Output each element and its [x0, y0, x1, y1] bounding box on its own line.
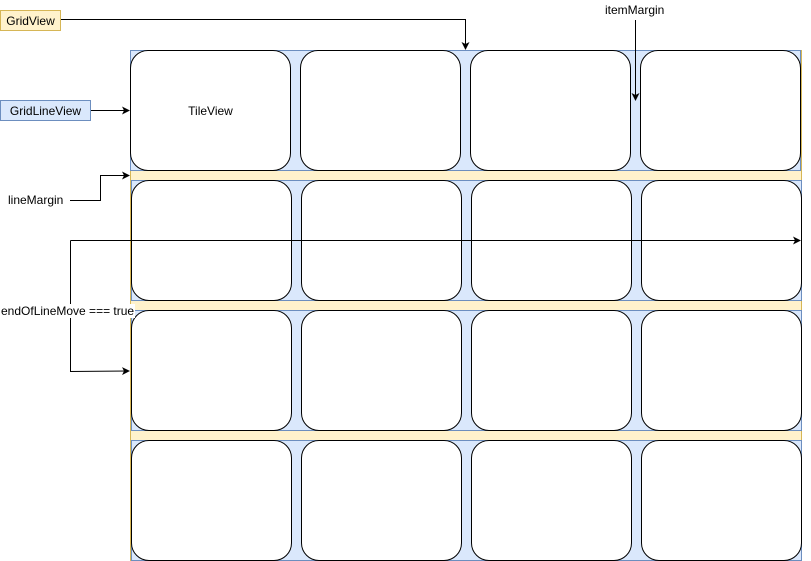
tile-view-r3-c1	[131, 310, 292, 431]
end-of-line-move-label: endOfLineMove === true	[0, 304, 136, 318]
line-margin-label: lineMargin	[8, 193, 64, 207]
tile-view-r4-c1	[131, 440, 292, 561]
tile-view-r1-c3	[470, 50, 631, 171]
tile-view-r4-c2	[301, 440, 462, 561]
tile-label: TileView	[188, 103, 233, 118]
tile-view-r4-c4	[641, 440, 802, 561]
gridview-legend-box: GridView	[0, 10, 61, 31]
tile-view-r3-c2	[301, 310, 462, 431]
tile-view-r2-c4	[641, 180, 802, 301]
tile-view-r1-c2	[300, 50, 461, 171]
tile-view-r2-c2	[301, 180, 462, 301]
tile-view-r3-c4	[641, 310, 802, 431]
tile-view-r3-c3	[471, 310, 632, 431]
gridlineview-legend-label: GridLineView	[9, 103, 82, 118]
gridlineview-legend-box: GridLineView	[0, 100, 91, 121]
line-margin-arrow	[70, 171, 130, 201]
tile-view-r4-c3	[471, 440, 632, 561]
tile-view-r2-c3	[471, 180, 632, 301]
tile-view-r2-c1	[131, 180, 292, 301]
tile-view-r1-c4	[640, 50, 801, 171]
tile-view-r1-c1: TileView	[130, 50, 291, 171]
gridview-legend-label: GridView	[6, 13, 55, 28]
item-margin-label: itemMargin	[605, 3, 665, 17]
gridview-arrow	[61, 19, 470, 50]
